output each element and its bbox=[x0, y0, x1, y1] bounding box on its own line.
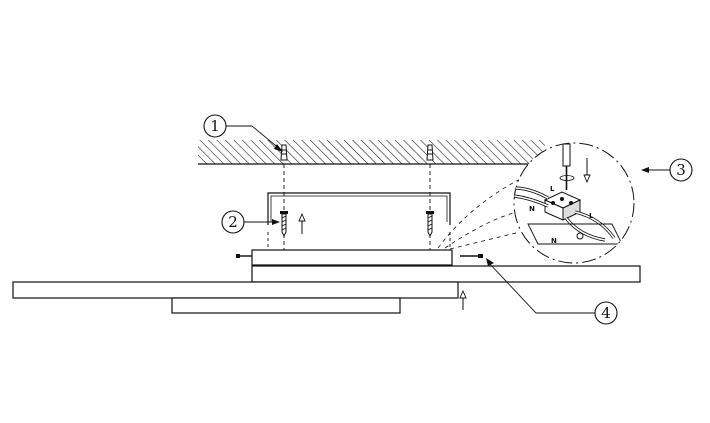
lamp-frame bbox=[251, 265, 641, 283]
mounting-bracket bbox=[267, 192, 451, 248]
side-screw-left bbox=[236, 254, 252, 258]
lift-arrow-icon bbox=[459, 289, 467, 310]
callout-label: 2 bbox=[228, 213, 238, 231]
wiring-detail: L N L N bbox=[513, 142, 635, 264]
callout-2: 2 bbox=[221, 210, 280, 234]
callout-4: 4 bbox=[486, 258, 618, 325]
up-arrow-icon bbox=[298, 212, 306, 234]
arrowhead-icon bbox=[274, 144, 283, 152]
ceiling bbox=[198, 140, 545, 165]
callout-label: 3 bbox=[676, 161, 686, 179]
leader-line bbox=[226, 125, 282, 151]
wire-label-L-bottom: L bbox=[589, 212, 594, 220]
ceiling-hatch bbox=[198, 140, 545, 164]
arrowhead-icon bbox=[272, 219, 280, 225]
callout-label: 1 bbox=[210, 117, 220, 135]
leader-line bbox=[487, 261, 595, 314]
lamp-wires bbox=[564, 210, 616, 242]
wall-anchor-right bbox=[426, 144, 434, 161]
lamp-back-plate bbox=[251, 249, 453, 266]
arrowhead-icon bbox=[486, 258, 494, 266]
detail-projection bbox=[437, 177, 523, 250]
wire-label-N-bottom: N bbox=[551, 237, 557, 245]
lamp-diffuser bbox=[171, 297, 401, 314]
callout-label: 4 bbox=[601, 304, 611, 322]
wire-label-L-top: L bbox=[550, 185, 555, 193]
lamp-panel bbox=[12, 281, 459, 299]
screw-left bbox=[280, 211, 288, 238]
ground-screw-icon bbox=[576, 232, 584, 240]
supply-wires bbox=[514, 186, 549, 208]
side-screw-right bbox=[460, 254, 483, 258]
wire-label-N-top: N bbox=[529, 205, 535, 213]
screwdriver-icon bbox=[562, 143, 571, 190]
callout-1: 1 bbox=[203, 114, 283, 152]
screw-right bbox=[426, 211, 434, 238]
callout-3: 3 bbox=[641, 158, 693, 182]
down-arrow-icon bbox=[583, 158, 591, 184]
rotation-arrow-icon bbox=[559, 175, 575, 181]
arrowhead-icon bbox=[641, 167, 649, 173]
wall-anchor-left bbox=[280, 144, 288, 161]
